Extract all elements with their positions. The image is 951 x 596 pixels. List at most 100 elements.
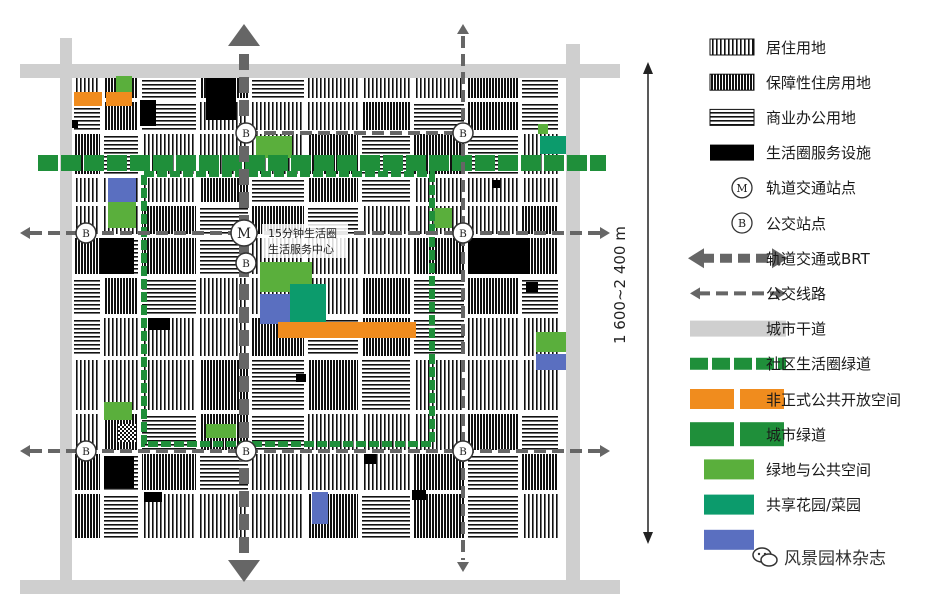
legend-label: 居住用地	[766, 38, 827, 57]
land-parcel	[74, 178, 100, 202]
bus-station: B	[452, 222, 474, 244]
metro-station-ring	[230, 219, 258, 247]
arterial-road	[20, 580, 620, 594]
service-facility	[72, 120, 78, 128]
legend-swatch-blue	[704, 529, 754, 550]
legend-label: 共享花园/菜园	[766, 496, 862, 515]
service-facility	[140, 100, 156, 126]
service-facility	[104, 456, 134, 488]
legend-item: 保障性住房用地	[690, 67, 871, 97]
legend-item: 城市绿道	[690, 419, 826, 449]
legend-swatch-slot	[690, 107, 752, 127]
land-parcel	[104, 360, 138, 410]
legend-swatch-slot	[690, 213, 752, 233]
service-facility	[526, 282, 538, 292]
legend-label: 城市绿道	[766, 425, 827, 444]
legend-swatch-city-greenway	[690, 422, 734, 447]
land-parcel	[142, 178, 196, 202]
land-parcel	[468, 102, 518, 130]
open-space-parcel	[104, 402, 132, 420]
land-parcel	[142, 360, 196, 410]
legend-swatch-informal	[740, 389, 784, 409]
land-parcel	[468, 494, 518, 538]
bus-station-ring	[452, 222, 474, 244]
wechat-icon	[752, 546, 778, 567]
open-space-parcel	[312, 492, 328, 524]
land-parcel	[74, 102, 100, 130]
legend-swatch-slot	[690, 495, 752, 515]
land-parcel	[522, 206, 558, 234]
land-parcel	[414, 238, 464, 274]
open-space-parcel	[256, 136, 292, 158]
service-facility	[296, 374, 306, 382]
land-parcel	[118, 424, 136, 442]
bus-station-ring	[75, 440, 97, 462]
legend-item: 公交站点	[690, 208, 826, 238]
land-parcel	[468, 278, 518, 314]
center-label-line1: 15分钟生活圈	[268, 226, 337, 240]
legend-item: 商业办公用地	[690, 102, 856, 132]
land-parcel	[252, 178, 304, 202]
land-parcel	[468, 454, 518, 490]
open-space-parcel	[106, 92, 132, 106]
land-parcel	[414, 318, 464, 356]
land-parcel	[362, 278, 410, 314]
legend-label: 轨道交通或BRT	[766, 249, 870, 268]
bus-station: B	[75, 440, 97, 462]
legend-label: 保障性住房用地	[766, 73, 872, 92]
land-parcel	[308, 454, 358, 490]
land-parcel	[252, 360, 304, 410]
metro-station-letter: M	[237, 226, 251, 242]
arterial-road	[60, 38, 72, 590]
legend-label: 绿地与公共空间	[766, 460, 872, 479]
legend-label: 轨道交通站点	[766, 179, 857, 198]
legend-swatch-slot	[690, 530, 752, 550]
open-space-parcel	[74, 92, 102, 106]
legend-swatch-slot	[690, 248, 752, 268]
open-space-parcel	[538, 124, 548, 134]
land-parcel	[362, 238, 410, 274]
legend-item: 居住用地	[690, 32, 826, 62]
land-parcel	[252, 494, 304, 538]
bus-station-letter: B	[242, 446, 250, 458]
bus-station-letter: B	[459, 446, 467, 458]
metro-station: M	[230, 219, 258, 247]
open-space-parcel	[290, 284, 326, 322]
community-greenway-loop	[141, 171, 435, 447]
legend-item: 社区生活圈绿道	[690, 349, 871, 379]
land-parcel	[104, 278, 138, 314]
legend-swatch-slot	[690, 319, 752, 339]
land-parcel	[414, 178, 464, 202]
land-parcel	[308, 178, 358, 202]
land-parcel	[468, 206, 518, 234]
land-parcel	[468, 78, 518, 98]
legend-swatch-green-space	[704, 459, 754, 480]
legend-label: 非正式公共开放空间	[766, 390, 902, 409]
legend-swatch-affordable	[709, 73, 755, 91]
land-parcel	[104, 318, 138, 356]
open-space-parcel	[206, 424, 236, 438]
land-parcel	[142, 238, 196, 274]
land-parcel	[522, 414, 558, 450]
land-parcel	[142, 278, 196, 314]
legend-label: 生活圈服务设施	[766, 144, 872, 163]
legend-bus-arrowhead	[776, 287, 786, 300]
bus-station-ring	[235, 122, 257, 144]
land-parcel	[142, 78, 196, 98]
legend-swatch-slot	[690, 37, 752, 57]
legend-swatch-informal	[690, 389, 734, 409]
legend-swatch-slot	[690, 143, 752, 163]
legend-swatch-slot	[690, 72, 752, 92]
bus-station-letter: B	[82, 228, 90, 240]
service-facility	[492, 180, 500, 188]
legend-swatch-station	[731, 177, 753, 199]
legend-swatches: MB	[688, 38, 788, 550]
bus-line-arrowhead	[457, 562, 469, 572]
bus-station: B	[235, 440, 257, 462]
legend-label: 商业办公用地	[766, 108, 857, 127]
bus-line-arrowhead	[457, 24, 469, 34]
bus-station-letter: B	[242, 128, 250, 140]
legend-swatch-slot	[690, 459, 752, 479]
bus-station: B	[75, 222, 97, 244]
